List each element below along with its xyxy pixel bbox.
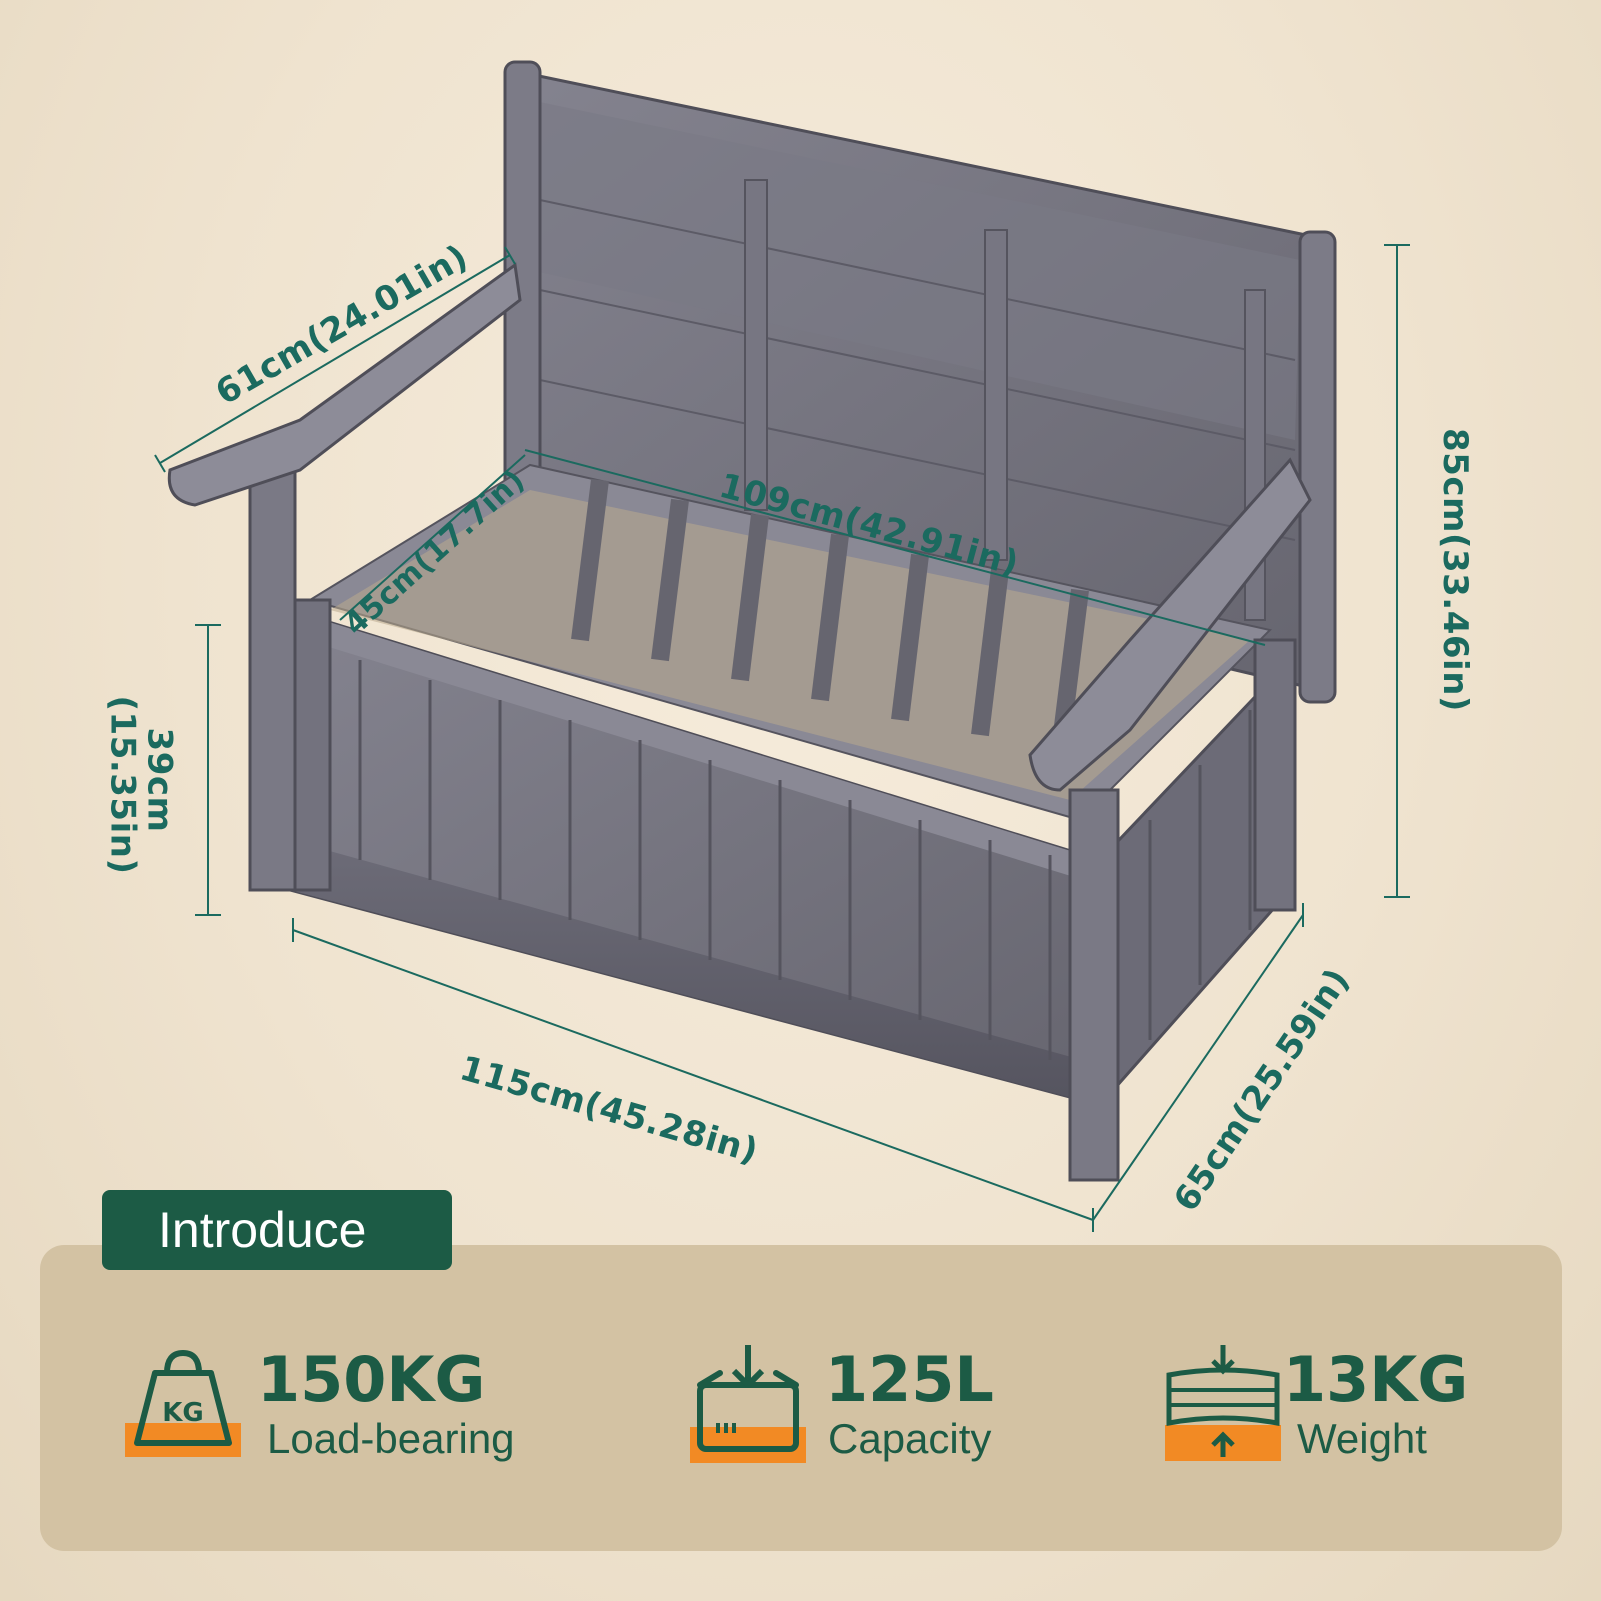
seat-height-in-label: (15.35in)	[102, 695, 143, 875]
legs	[248, 468, 1297, 1182]
compress-board-icon	[1165, 1345, 1281, 1461]
seat-interior	[307, 463, 1272, 822]
introduce-tag: Introduce	[102, 1190, 452, 1270]
dimension-lines	[154, 244, 1410, 1232]
front-panel	[288, 607, 1102, 1107]
feature-weight: 13KG Weight	[1165, 1343, 1565, 1475]
storage-box-icon	[690, 1345, 806, 1463]
weight-label: Weight	[1297, 1415, 1427, 1462]
seat-height-cm-label: 39cm	[139, 727, 180, 833]
svg-text:KG: KG	[162, 1398, 204, 1428]
feature-panel	[40, 1245, 1562, 1551]
capacity-label: Capacity	[828, 1415, 992, 1462]
load-bearing-value: 150KG	[257, 1343, 486, 1416]
feature-load-bearing: KG 150KG Load-bearing	[125, 1343, 585, 1475]
kg-weight-icon: KG	[125, 1349, 241, 1457]
total-height-label: 85cm(33.46in)	[1434, 428, 1475, 712]
capacity-value: 125L	[825, 1343, 994, 1416]
load-bearing-label: Load-bearing	[267, 1415, 515, 1462]
weight-value: 13KG	[1283, 1343, 1469, 1416]
feature-capacity: 125L Capacity	[690, 1343, 1110, 1475]
armrests	[167, 262, 1312, 792]
